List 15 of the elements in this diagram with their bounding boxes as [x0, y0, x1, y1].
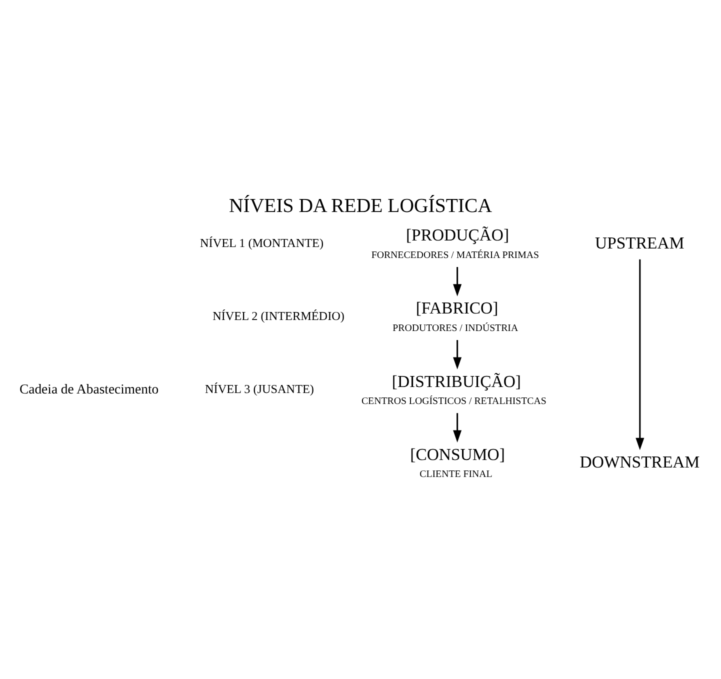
node-text: UPSTREAM	[595, 233, 684, 252]
node-label: NÍVEL 3 (JUSANTE)	[205, 382, 314, 396]
node-text: DOWNSTREAM	[580, 452, 700, 472]
diagram-title: NÍVEIS DA REDE LOGÍSTICA	[229, 194, 492, 217]
node-label: NÍVEL 1 (MONTANTE)	[200, 236, 324, 250]
node-text: [PRODUÇÃO] FORNECEDORES / MATÉRIA PRIMAS	[371, 226, 539, 262]
label: Cadeia de Abastecimento	[20, 381, 159, 396]
node-text: [CONSUMO] CLIENTE FINAL	[410, 444, 505, 480]
node-text: [DISTRIBUIÇÃO] CENTROS LOGÍSTICOS / RETALHISTCAS	[361, 372, 546, 408]
arrow	[453, 413, 462, 442]
arrow	[453, 340, 462, 370]
node-label: NÍVEL 2 (INTERMÉDIO)	[212, 308, 344, 323]
arrow	[453, 267, 462, 296]
node-text: [FABRICO] PRODUTORES / INDÚSTRIA	[392, 298, 518, 334]
arrow	[636, 259, 644, 450]
